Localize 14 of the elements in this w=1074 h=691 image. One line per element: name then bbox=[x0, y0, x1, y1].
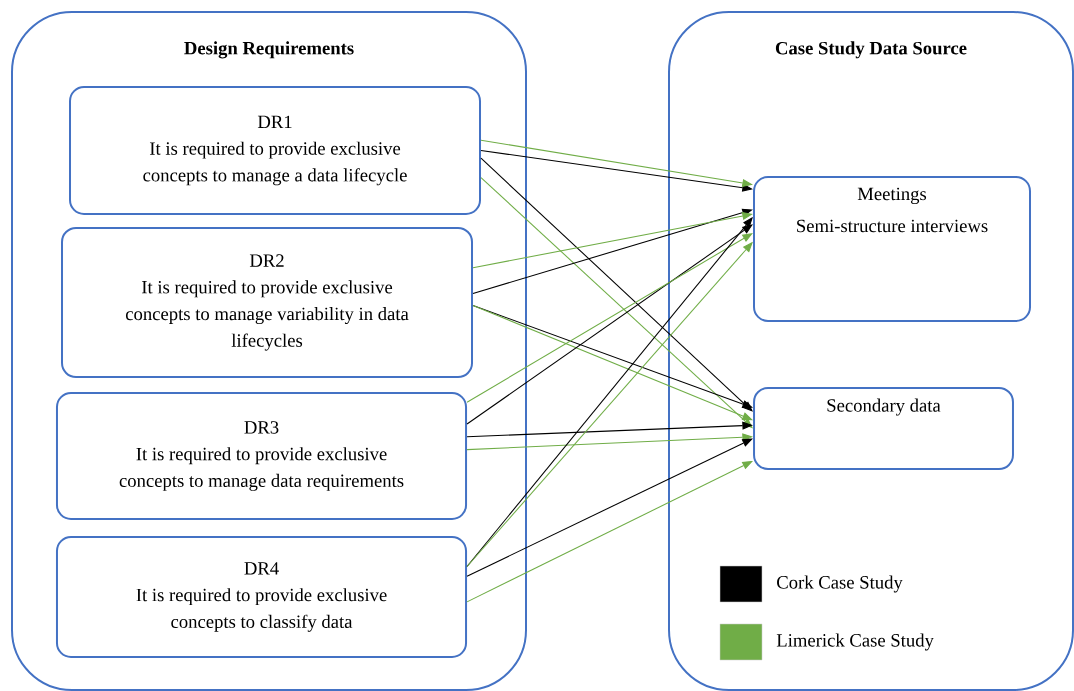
source-box: Meetings Semi-structure interviews bbox=[753, 176, 1031, 322]
arrow bbox=[466, 421, 753, 438]
requirement-box: DR3 It is required to provide exclusive concepts to manage data requirements bbox=[56, 392, 468, 520]
requirement-box: DR2 It is required to provide exclusive concepts to manage variability in data lifecycles bbox=[61, 226, 473, 379]
source-box: Secondary data bbox=[753, 386, 1014, 471]
arrow bbox=[480, 149, 753, 192]
arrow bbox=[472, 208, 753, 294]
requirement-box: DR4 It is required to provide exclusive concepts to classify data bbox=[56, 536, 468, 658]
arrow bbox=[472, 211, 753, 269]
requirement-box: DR1 It is required to provide exclusive concepts to manage a data lifecycle bbox=[69, 86, 481, 215]
arrow bbox=[466, 438, 753, 577]
legend-label: Cork Case Study bbox=[777, 575, 903, 593]
legend-label: Limerick Case Study bbox=[776, 633, 934, 651]
arrow bbox=[466, 433, 753, 451]
